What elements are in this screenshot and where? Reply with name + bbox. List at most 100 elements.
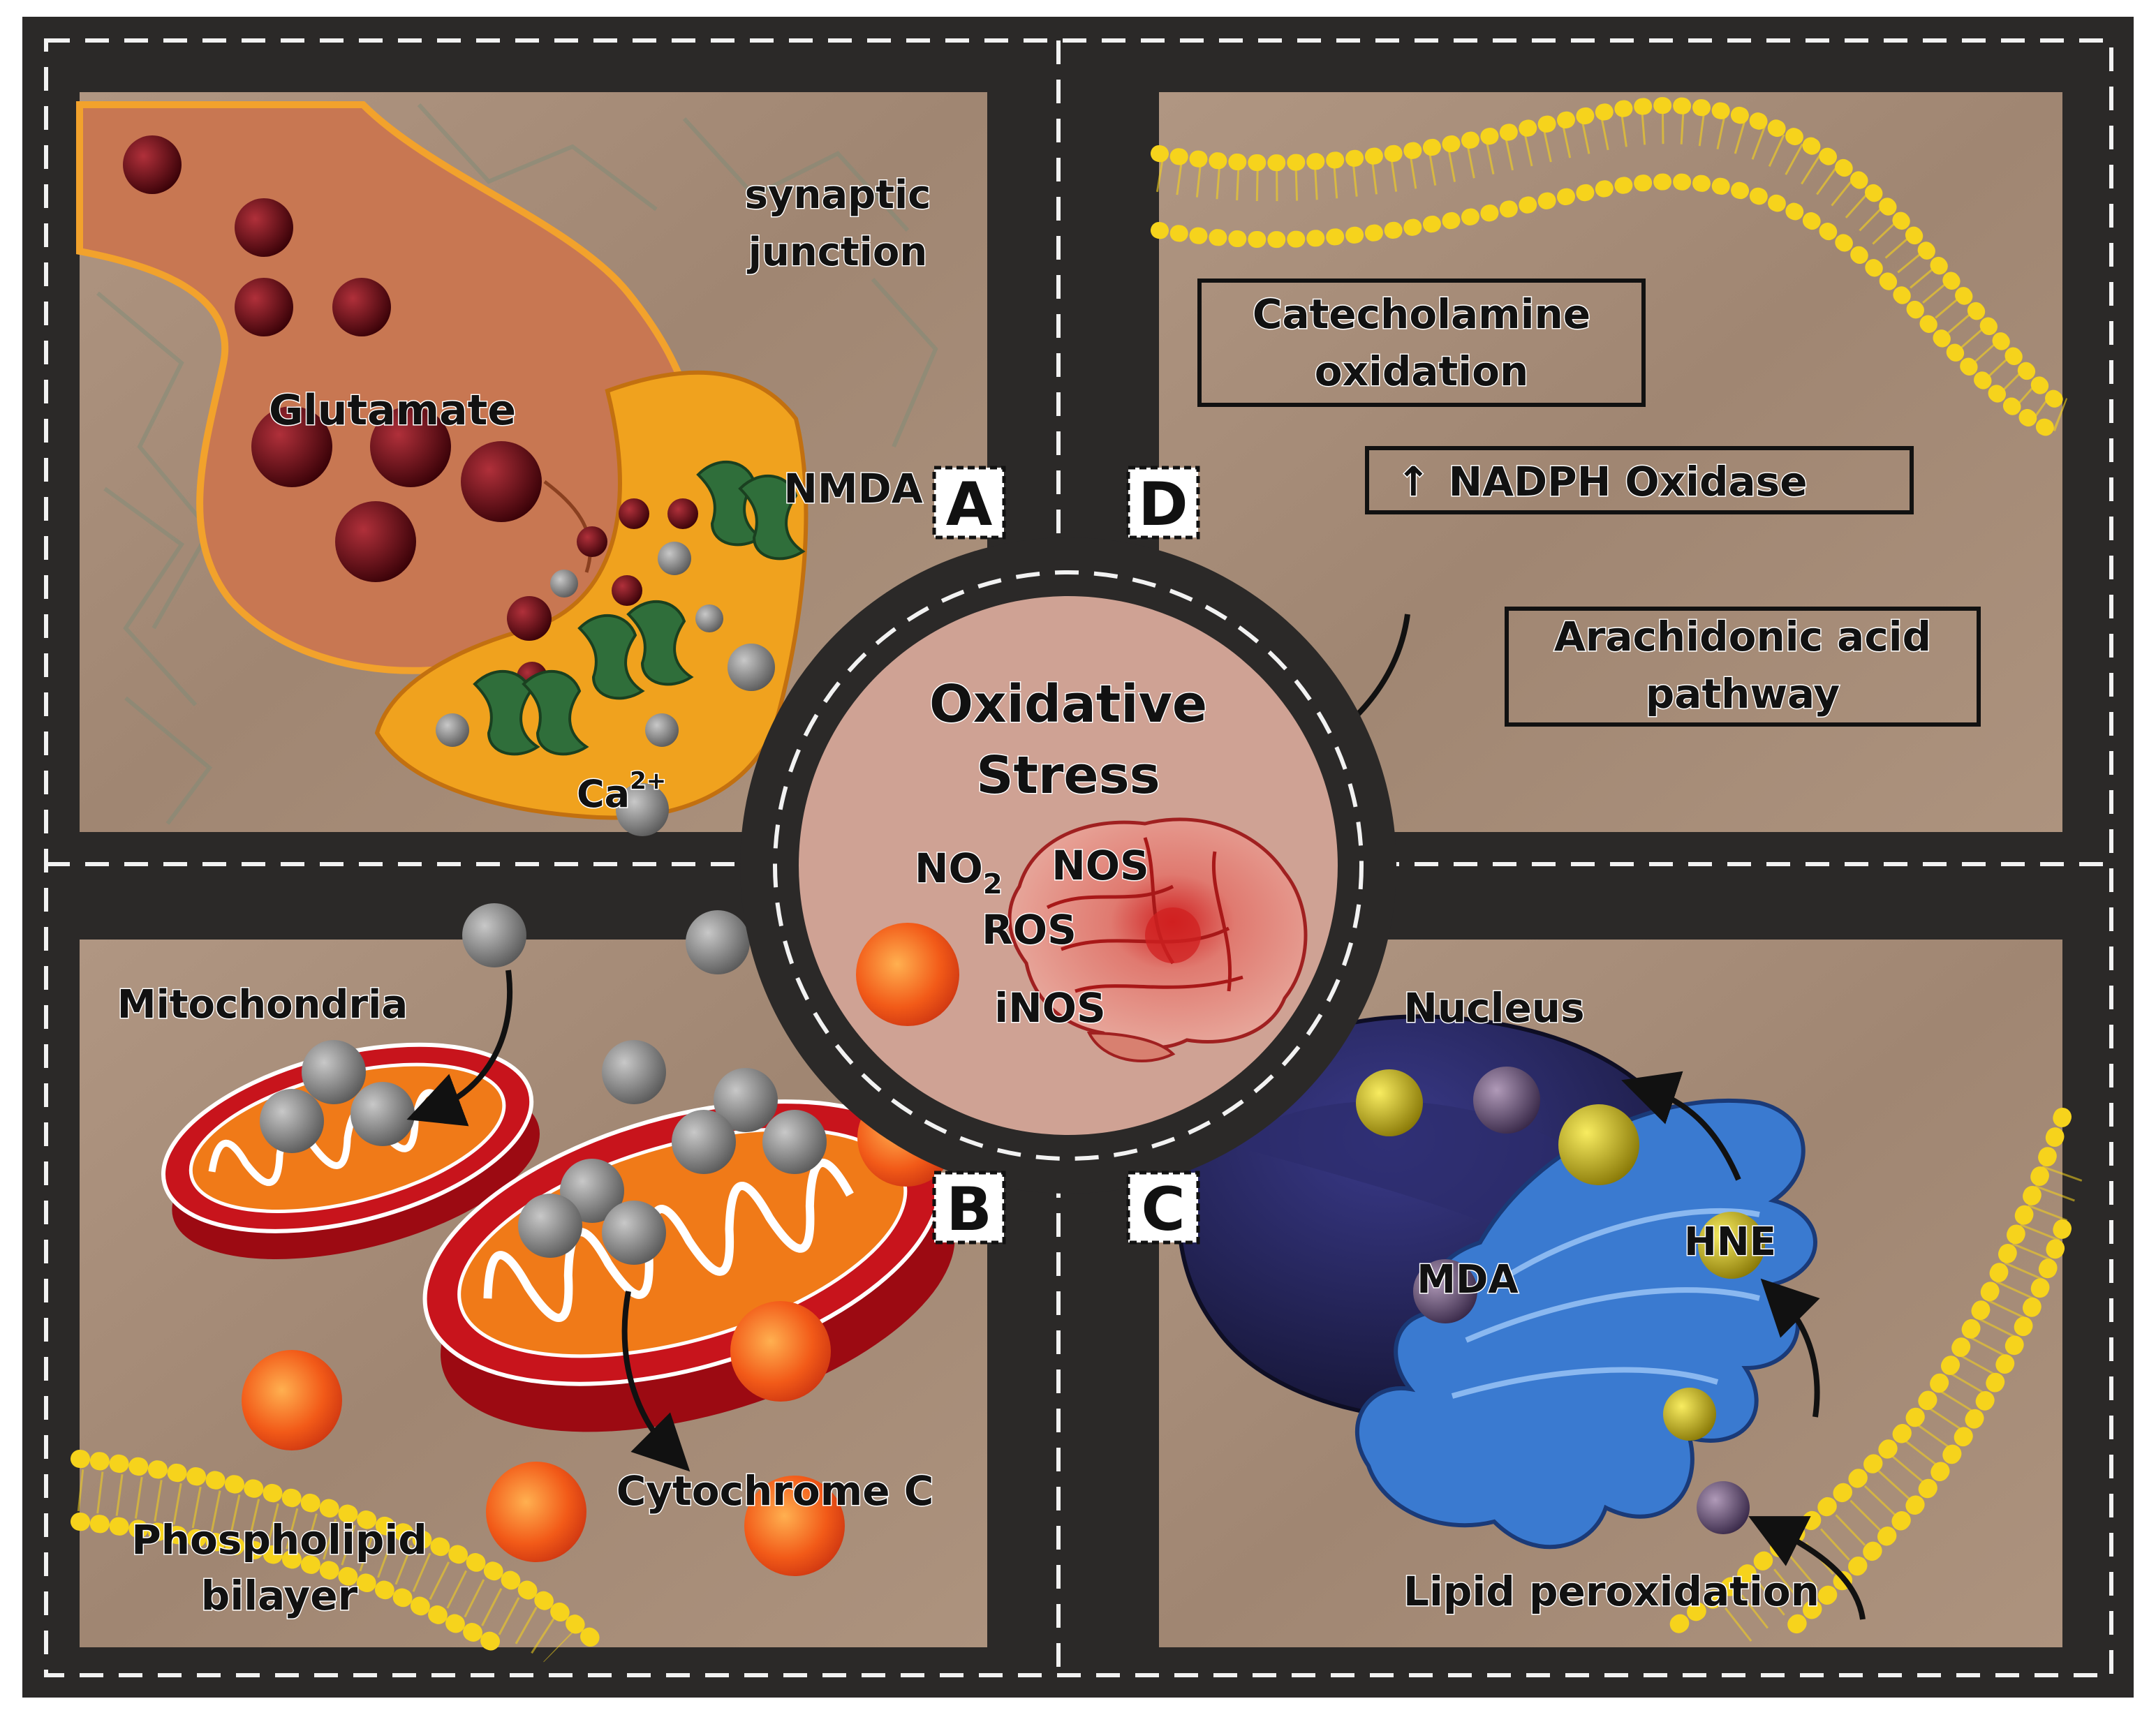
arrow-mda-to-hne bbox=[1760, 1278, 1820, 1418]
center-dashed-ring bbox=[773, 570, 1364, 1161]
mda-molecule bbox=[1473, 1067, 1540, 1134]
nadph-oxidase-box bbox=[1365, 446, 1914, 514]
arrow-cytochrome-release bbox=[621, 1291, 691, 1472]
nadph-oxidase-text: NADPH Oxidase bbox=[1449, 458, 1808, 505]
calcium-ion bbox=[672, 1110, 736, 1174]
lipid-membrane-right bbox=[1667, 1108, 2072, 1635]
arrow-lipid-to-mda bbox=[1748, 1516, 1866, 1620]
nmda-receptor bbox=[522, 670, 589, 756]
lipid-tails bbox=[1155, 109, 2069, 432]
calcium-ion bbox=[714, 1068, 778, 1132]
hne-molecule bbox=[1698, 1212, 1765, 1279]
ros-sphere-center bbox=[856, 923, 959, 1026]
up-arrow-icon: ↑ bbox=[1396, 458, 1431, 505]
badge-a-letter: A bbox=[946, 470, 993, 540]
calcium-label-superscript: 2+ bbox=[630, 767, 666, 795]
center-circle: Oxidative Stress NO2 NOS ROS iNOS bbox=[740, 537, 1396, 1194]
hne-label: HNE bbox=[1684, 1219, 1776, 1265]
badge-d-box bbox=[1126, 466, 1200, 540]
nmda-receptor bbox=[577, 614, 645, 700]
vesicle bbox=[251, 406, 332, 487]
vesicle bbox=[235, 198, 293, 257]
phospholipid-label-line2: bilayer bbox=[201, 1572, 358, 1619]
badge-a-box bbox=[932, 466, 1006, 540]
letter-badge-d: D bbox=[1126, 466, 1200, 540]
calcium-ions-b bbox=[260, 903, 827, 1265]
lipid-peroxidation-label: Lipid peroxidation bbox=[1403, 1568, 1819, 1615]
calcium-label: Ca2+ bbox=[577, 767, 666, 816]
nmda-receptor bbox=[473, 670, 540, 756]
phospholipid-label-line1: Phospholipid bbox=[131, 1516, 427, 1564]
lipid-membrane-right-inner bbox=[1778, 1219, 2072, 1642]
neuron-network-background bbox=[96, 103, 938, 825]
catecholamine-line1: Catecholamine bbox=[1253, 290, 1590, 338]
vesicle bbox=[123, 135, 182, 194]
calcium-ion bbox=[302, 1040, 366, 1104]
calcium-ion bbox=[728, 644, 775, 691]
calcium-ion bbox=[462, 903, 526, 967]
vesicle bbox=[507, 596, 552, 641]
inos-label: iNOS bbox=[994, 984, 1106, 1032]
vesicle bbox=[461, 441, 542, 522]
calcium-ion bbox=[602, 1201, 666, 1265]
cerebellum bbox=[1086, 1031, 1176, 1062]
calcium-ion bbox=[686, 910, 750, 974]
calcium-ion bbox=[658, 542, 691, 575]
hne-molecule bbox=[1663, 1388, 1716, 1441]
mda-molecule bbox=[1413, 1259, 1477, 1323]
hne-molecules bbox=[1356, 1069, 1765, 1441]
mda-molecule bbox=[1697, 1481, 1750, 1534]
no2-label-base: NO bbox=[915, 845, 983, 892]
nucleus-cutaway bbox=[1229, 1101, 1617, 1284]
panel-b: Mitochondria Cytochrome C Phospholipid b… bbox=[71, 903, 987, 1663]
panel-d: Catecholamine oxidation ↑NADPH Oxidase A… bbox=[1151, 92, 2071, 832]
arrow-into-mitochondria bbox=[406, 970, 513, 1127]
mitochondria-label: Mitochondria bbox=[117, 982, 408, 1027]
letter-badge-c: C bbox=[1126, 1171, 1200, 1245]
vesicle bbox=[577, 526, 607, 557]
mito-small-cristae bbox=[208, 1089, 452, 1187]
calcium-ion bbox=[350, 1082, 415, 1146]
ros-sphere bbox=[730, 1301, 831, 1402]
ros-sphere bbox=[486, 1462, 586, 1562]
no2-label: NO2 bbox=[915, 845, 1003, 900]
calcium-ion bbox=[550, 570, 578, 597]
phospholipid-bilayer-upper bbox=[71, 1450, 610, 1656]
letter-badge-a: A bbox=[932, 466, 1006, 540]
panel-a: synaptic junction Glutamate NMDA Ca2+ bbox=[76, 92, 987, 836]
nmda-label: NMDA bbox=[783, 465, 922, 512]
calcium-label-base: Ca bbox=[577, 772, 630, 816]
calcium-ions bbox=[436, 542, 775, 836]
calcium-ion bbox=[695, 604, 723, 632]
arachidonic-line2: pathway bbox=[1646, 670, 1840, 718]
brain-illustration bbox=[1007, 817, 1308, 1062]
letter-badge-b: B bbox=[932, 1171, 1006, 1245]
glutamate-vesicles bbox=[123, 135, 698, 692]
nmda-receptor bbox=[626, 600, 694, 686]
vesicle bbox=[332, 278, 391, 336]
mda-molecules bbox=[1413, 1067, 1750, 1534]
calcium-ion bbox=[260, 1089, 324, 1153]
catecholamine-box bbox=[1197, 279, 1646, 407]
arachidonic-line1: Arachidonic acid bbox=[1554, 613, 1931, 660]
nmda-receptors bbox=[473, 461, 806, 756]
synaptic-cleft-line bbox=[543, 480, 592, 573]
oxidative-stress-line1: Oxidative bbox=[929, 674, 1207, 734]
synaptic-junction-label-line1: synaptic bbox=[745, 172, 931, 218]
er-folds bbox=[1451, 1208, 1760, 1399]
lipid-bilayer-top bbox=[1151, 97, 2071, 413]
vesicle bbox=[612, 575, 642, 606]
cytochrome-c-label: Cytochrome C bbox=[616, 1467, 934, 1515]
badge-b-box bbox=[932, 1171, 1006, 1245]
calcium-ion bbox=[602, 1040, 666, 1104]
oxidative-stress-line2: Stress bbox=[976, 745, 1160, 805]
phospholipid-bilayer-lower bbox=[71, 1513, 512, 1656]
synaptic-junction-label-line2: junction bbox=[747, 230, 927, 275]
nucleus-label: Nucleus bbox=[1403, 984, 1584, 1032]
arrow-hne-to-nucleus bbox=[1621, 1071, 1741, 1181]
nmda-receptor bbox=[738, 475, 806, 560]
ros-sphere bbox=[242, 1350, 342, 1450]
calcium-ion bbox=[762, 1110, 827, 1174]
badge-c-letter: C bbox=[1141, 1175, 1185, 1245]
